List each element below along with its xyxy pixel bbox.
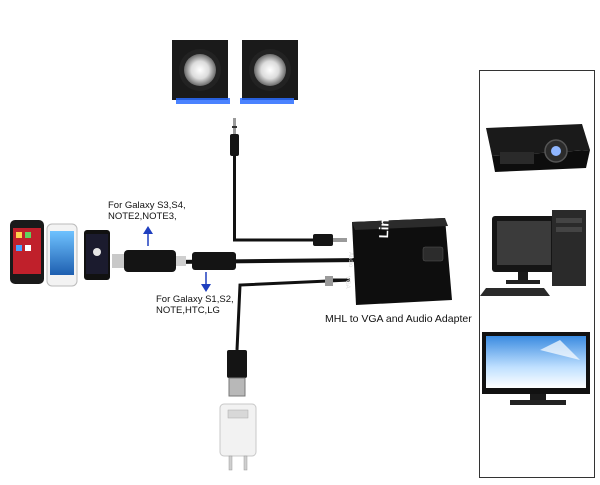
- usb-wall-charger-icon: [219, 403, 257, 471]
- brand-logo: LinkS: [376, 202, 393, 239]
- usb-power-cable: [227, 276, 351, 397]
- projector-icon: [486, 124, 590, 172]
- adapter-caption: MHL to VGA and Audio Adapter: [325, 313, 472, 325]
- mhl-cable: [112, 250, 361, 272]
- port-label-audio: Audio: [347, 252, 353, 268]
- desktop-computer-icon: [480, 210, 586, 296]
- speaker-right: [240, 40, 298, 104]
- arrow-up-icon: [143, 226, 153, 246]
- port-label-vga: VGA: [344, 276, 350, 289]
- smartphones-icon: [10, 220, 110, 287]
- phone-3: [84, 230, 110, 280]
- audio-cable: [230, 118, 347, 246]
- arrow-down-icon: [201, 272, 211, 292]
- mhl-vga-adapter: [352, 218, 452, 305]
- phone-1: [10, 220, 44, 284]
- flat-tv-icon: [482, 332, 590, 405]
- label-galaxy-top: For Galaxy S3,S4, NOTE2,NOTE3,: [108, 200, 186, 222]
- phone-2: [46, 223, 78, 287]
- label-galaxy-bottom: For Galaxy S1,S2, NOTE,HTC,LG: [156, 294, 234, 316]
- display-devices-panel: [479, 70, 595, 478]
- speaker-left: [172, 40, 230, 104]
- speakers-icon: [172, 40, 298, 104]
